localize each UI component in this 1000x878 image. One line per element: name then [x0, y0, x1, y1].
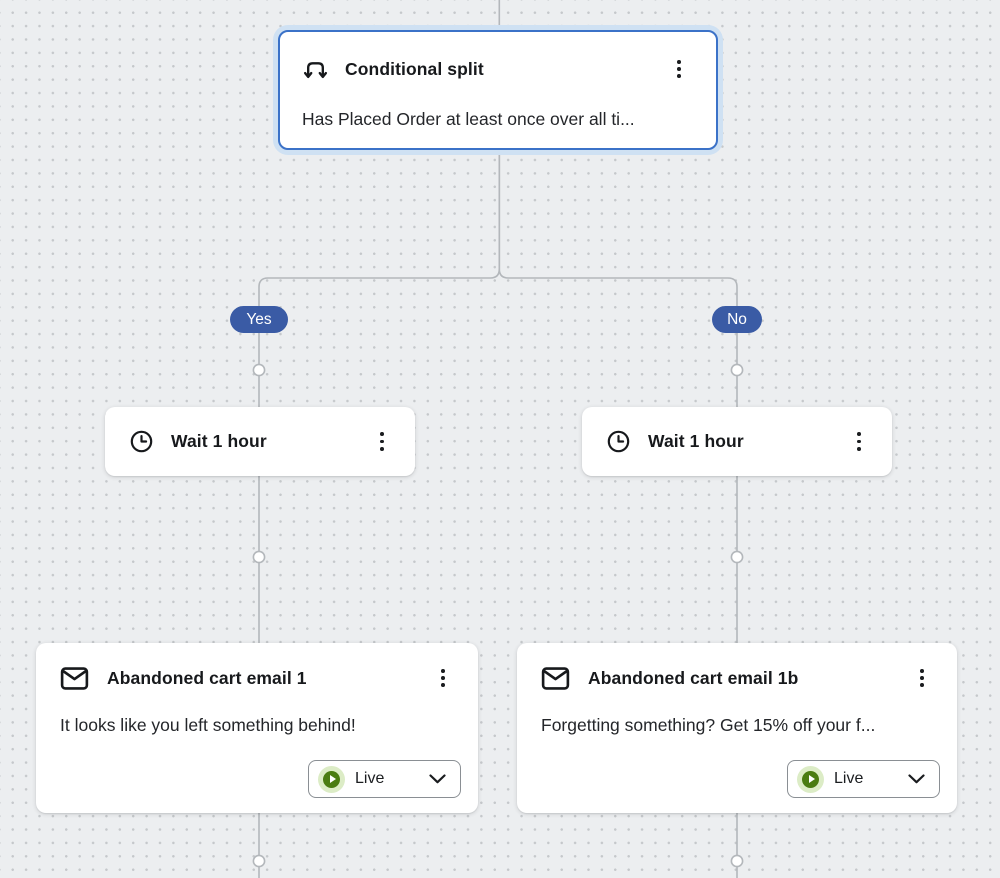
- connector-dot[interactable]: [730, 854, 744, 868]
- chevron-down-icon: [908, 774, 925, 784]
- live-status-dropdown[interactable]: Live: [787, 760, 940, 798]
- node-subtitle: Forgetting something? Get 15% off your f…: [541, 715, 876, 735]
- live-status-label: Live: [355, 770, 385, 787]
- kebab-menu-button[interactable]: [846, 427, 872, 457]
- split-arrows-icon: [302, 56, 329, 83]
- connector-branch-no: [498, 150, 738, 407]
- node-title: Wait 1 hour: [648, 431, 744, 451]
- play-circle-icon: [797, 765, 824, 793]
- kebab-icon: [857, 432, 861, 437]
- node-header: Abandoned cart email 1: [60, 663, 456, 693]
- clock-icon: [129, 429, 154, 454]
- conditional-split-card[interactable]: Conditional split Has Placed Order at le…: [278, 30, 718, 150]
- node-subtitle: Has Placed Order at least once over all …: [302, 109, 635, 129]
- wait-card-left[interactable]: Wait 1 hour: [105, 407, 415, 476]
- node-header: Conditional split: [302, 54, 692, 84]
- kebab-menu-button[interactable]: [430, 663, 456, 693]
- branch-label-no: No: [712, 306, 762, 333]
- chevron-down-icon: [429, 774, 446, 784]
- kebab-icon: [677, 59, 681, 64]
- kebab-menu-button[interactable]: [666, 54, 692, 84]
- envelope-icon: [60, 666, 89, 691]
- live-status-dropdown[interactable]: Live: [308, 760, 461, 798]
- wait-card-right[interactable]: Wait 1 hour: [582, 407, 892, 476]
- node-title: Wait 1 hour: [171, 431, 267, 451]
- email-card-left[interactable]: Abandoned cart email 1 It looks like you…: [36, 643, 478, 813]
- kebab-menu-button[interactable]: [369, 427, 395, 457]
- node-title: Conditional split: [345, 58, 484, 79]
- node-title: Abandoned cart email 1: [107, 667, 307, 688]
- connector-dot[interactable]: [730, 550, 744, 564]
- node-title: Abandoned cart email 1b: [588, 667, 799, 688]
- branch-label-yes: Yes: [230, 306, 288, 333]
- clock-icon: [606, 429, 631, 454]
- envelope-icon: [541, 666, 570, 691]
- connector-branch-yes: [258, 150, 501, 407]
- connector-dot[interactable]: [252, 550, 266, 564]
- connector-dot[interactable]: [252, 363, 266, 377]
- node-subtitle: It looks like you left something behind!: [60, 715, 356, 735]
- live-status-label: Live: [834, 770, 864, 787]
- kebab-icon: [441, 668, 445, 673]
- kebab-menu-button[interactable]: [909, 663, 935, 693]
- connector-dot[interactable]: [730, 363, 744, 377]
- kebab-icon: [380, 432, 384, 437]
- kebab-icon: [920, 668, 924, 673]
- play-circle-icon: [318, 765, 345, 793]
- connector-dot[interactable]: [252, 854, 266, 868]
- node-header: Abandoned cart email 1b: [541, 663, 935, 693]
- email-card-right[interactable]: Abandoned cart email 1b Forgetting somet…: [517, 643, 957, 813]
